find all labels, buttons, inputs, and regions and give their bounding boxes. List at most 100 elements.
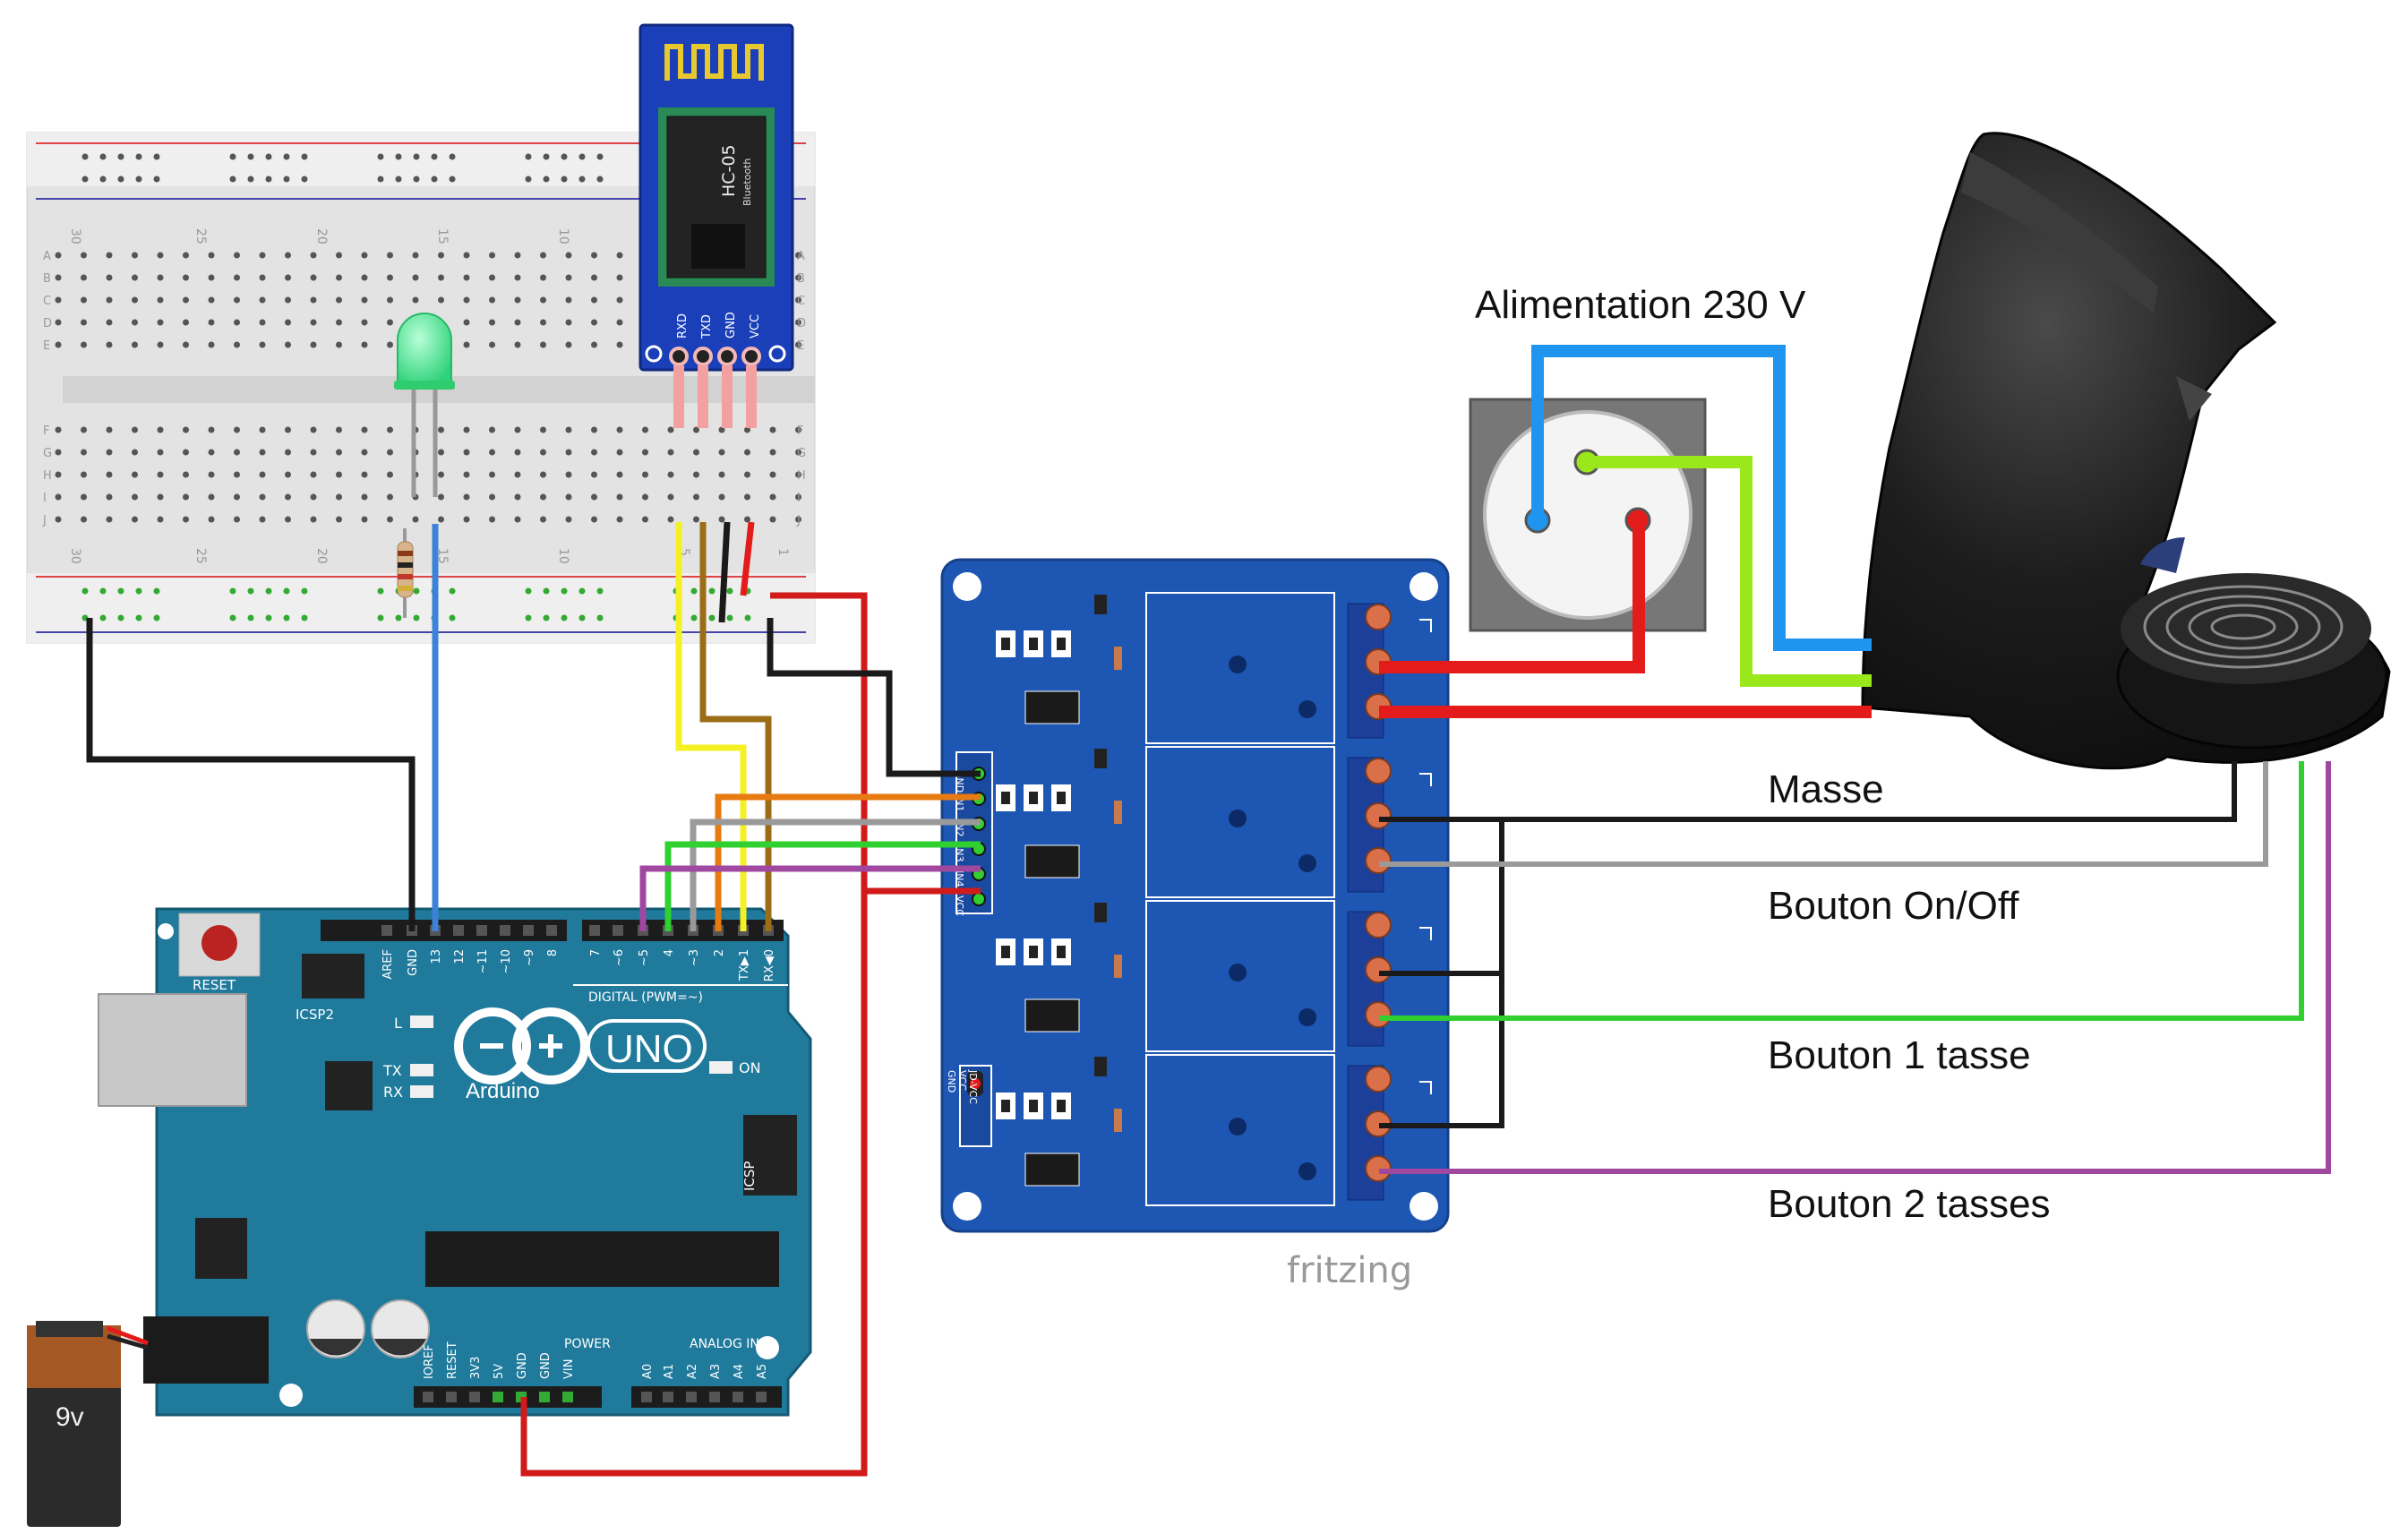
breadboard-hole bbox=[463, 274, 470, 281]
rail-hole bbox=[247, 153, 254, 160]
rail-hole bbox=[726, 587, 733, 595]
breadboard-row-letter: H bbox=[797, 469, 806, 483]
drip-tray-rings bbox=[2143, 585, 2344, 669]
rail-hole bbox=[81, 153, 89, 160]
wire-common bbox=[1379, 819, 1504, 1128]
breadboard-hole bbox=[642, 426, 648, 433]
breadboard-hole bbox=[310, 516, 317, 523]
breadboard-row-letter: J bbox=[796, 514, 801, 527]
rail-hole bbox=[135, 176, 142, 183]
power-pin-label: GND bbox=[516, 1352, 529, 1379]
breadboard-row-letter: B bbox=[797, 272, 805, 286]
wire-in2 bbox=[690, 818, 981, 931]
breadboard-hole bbox=[208, 274, 215, 281]
wire-one-cup bbox=[1379, 761, 2304, 1021]
breadboard-hole bbox=[157, 252, 164, 259]
breadboard-hole bbox=[591, 471, 597, 478]
breadboard-row-letter: J bbox=[42, 514, 47, 527]
breadboard-row-letter: H bbox=[43, 469, 52, 483]
breadboard-hole bbox=[106, 471, 113, 478]
digital-pin-label: AREF bbox=[381, 949, 395, 980]
rail-hole bbox=[265, 587, 272, 595]
rx-label: RX bbox=[383, 1084, 403, 1101]
breadboard-hole bbox=[616, 274, 623, 281]
breadboard-hole bbox=[795, 426, 801, 433]
breadboard-hole bbox=[769, 449, 776, 456]
breadboard-hole bbox=[591, 296, 597, 304]
breadboard-hole bbox=[132, 341, 138, 348]
header-pin bbox=[641, 1392, 652, 1402]
rail-hole bbox=[578, 614, 586, 621]
breadboard-hole bbox=[642, 471, 648, 478]
breadboard-hole bbox=[744, 426, 750, 433]
breadboard-hole bbox=[310, 471, 317, 478]
breadboard-hole bbox=[565, 341, 572, 348]
rail-hole bbox=[265, 614, 272, 621]
power-pin-label: RESET bbox=[446, 1341, 459, 1379]
rail-hole bbox=[153, 153, 160, 160]
rail-hole bbox=[561, 176, 568, 183]
rail-hole bbox=[229, 153, 236, 160]
breadboard-hole bbox=[616, 296, 623, 304]
breadboard-col-number: 5 bbox=[677, 548, 691, 556]
terminal-screw bbox=[1365, 802, 1392, 829]
breadboard-hole bbox=[336, 252, 342, 259]
breadboard-hole bbox=[565, 252, 572, 259]
rail-hole bbox=[99, 587, 107, 595]
wire-5v bbox=[520, 592, 868, 1477]
breadboard-hole bbox=[106, 341, 113, 348]
breadboard-hole bbox=[361, 252, 368, 259]
breadboard-hole bbox=[540, 449, 546, 456]
breadboard-row-letter: A bbox=[43, 250, 51, 263]
breadboard-row-letter: G bbox=[797, 447, 806, 460]
breadboard-row-letter: F bbox=[797, 424, 803, 438]
rail-hole bbox=[413, 587, 420, 595]
rail-hole bbox=[153, 587, 160, 595]
breadboard-hole bbox=[336, 493, 342, 501]
digital-pin-label: RX◀0 bbox=[763, 949, 776, 981]
header-pin bbox=[686, 1392, 697, 1402]
digital-pin-label: ~10 bbox=[500, 949, 513, 973]
breadboard-hole bbox=[412, 252, 419, 259]
rail-hole bbox=[283, 176, 290, 183]
breadboard-hole bbox=[259, 274, 266, 281]
breadboard-row-letter: F bbox=[43, 424, 49, 438]
breadboard-hole bbox=[718, 449, 725, 456]
breadboard-hole bbox=[412, 296, 419, 304]
wall-outlet bbox=[1469, 398, 1707, 632]
breadboard-hole bbox=[285, 274, 291, 281]
rail-hole bbox=[247, 587, 254, 595]
rail-hole bbox=[596, 153, 604, 160]
breadboard-holes bbox=[55, 153, 801, 621]
breadboard-hole bbox=[540, 252, 546, 259]
breadboard-hole bbox=[514, 252, 521, 259]
breadboard-hole bbox=[157, 341, 164, 348]
breadboard-hole bbox=[616, 493, 623, 501]
header-pin bbox=[733, 1392, 743, 1402]
breadboard-hole bbox=[106, 296, 113, 304]
breadboard-hole bbox=[310, 252, 317, 259]
rail-hole bbox=[301, 176, 308, 183]
breadboard-hole bbox=[412, 516, 419, 523]
breadboard-hole bbox=[718, 516, 725, 523]
rail-hole bbox=[449, 176, 456, 183]
breadboard-hole bbox=[642, 493, 648, 501]
breadboard-hole bbox=[157, 471, 164, 478]
header-pin bbox=[469, 1392, 480, 1402]
breadboard-hole bbox=[489, 471, 495, 478]
header-pin bbox=[546, 925, 557, 936]
wire-mains-neutral bbox=[1531, 345, 1872, 651]
breadboard-hole bbox=[540, 516, 546, 523]
breadboard-hole bbox=[183, 274, 189, 281]
header-pin bbox=[493, 1392, 503, 1402]
breadboard-hole bbox=[310, 296, 317, 304]
rail-hole bbox=[525, 153, 532, 160]
rail-hole bbox=[525, 614, 532, 621]
breadboard-hole bbox=[285, 516, 291, 523]
breadboard-hole bbox=[208, 516, 215, 523]
rail-hole bbox=[377, 176, 384, 183]
breadboard-hole bbox=[591, 252, 597, 259]
header-pin bbox=[381, 925, 392, 936]
rail-hole bbox=[561, 153, 568, 160]
header-pin bbox=[523, 925, 534, 936]
